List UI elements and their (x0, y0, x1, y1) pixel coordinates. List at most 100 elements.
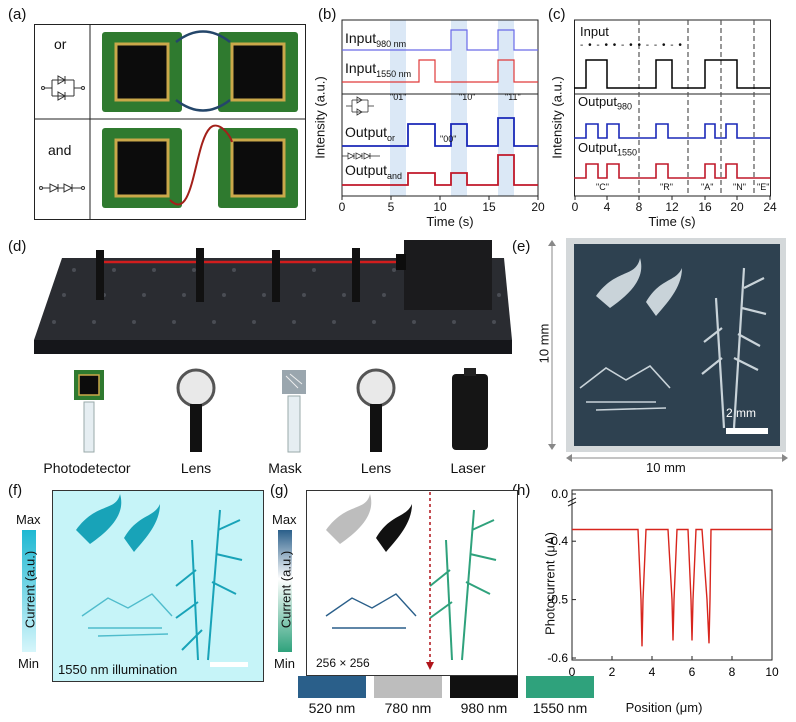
panel-g-multispectral-map (306, 490, 518, 676)
h-xlabel: Position (μm) (625, 700, 703, 715)
panel-a-logic-devices (34, 24, 306, 220)
logic-or-label: or (54, 36, 67, 52)
or-diode-icon (346, 96, 374, 116)
h-axis-break (567, 497, 577, 507)
scale-bar (726, 428, 768, 434)
b-xtick: 15 (482, 200, 496, 214)
g-colorbar-max: Max (272, 512, 297, 527)
c-xtick: 0 (571, 200, 579, 214)
caption-lens-1: Lens (180, 460, 212, 476)
letter-n: "N" (733, 182, 746, 192)
parallel-diode-symbol (41, 75, 85, 101)
scale-bar-label: 2 mm (726, 406, 756, 420)
e-side-label: 10 mm (536, 323, 552, 364)
h-xtick-label: 6 (689, 665, 696, 679)
legend-swatch-1550 (526, 676, 594, 698)
h-ytick-label: -0.4 (547, 534, 568, 548)
component-icons (74, 368, 488, 453)
f-colorbar-max: Max (16, 512, 41, 527)
legend-swatch-520 (298, 676, 366, 698)
f-colorbar-min: Min (18, 656, 39, 671)
panel-f-photocurrent-map (52, 490, 264, 682)
f-colorbar (22, 530, 36, 652)
morse-code: - • - • • - • • - - • - • (580, 40, 683, 51)
h-series-line-0 (572, 528, 772, 647)
b-xtick: 0 (338, 200, 346, 214)
h-xtick-label: 0 (569, 665, 576, 679)
panel-label-g: (g) (270, 482, 289, 499)
label-input-980: Input980 nm (345, 30, 407, 49)
b-xtick: 5 (387, 200, 395, 214)
and-diode-icon (342, 152, 380, 160)
caption-lens-2: Lens (360, 460, 392, 476)
band-10 (451, 20, 467, 196)
letter-c: "C" (596, 182, 609, 192)
b-xtick: 10 (433, 200, 447, 214)
trace-input-morse (574, 59, 770, 89)
letter-e: "E" (757, 182, 770, 192)
h-xtick-label: 10 (765, 665, 779, 679)
panel-c-morse-timing (574, 19, 771, 200)
label-output-or: Outputor (345, 124, 396, 143)
g-colorbar-label: Current (a.u.) (278, 550, 294, 629)
state-01: "01" (390, 92, 407, 102)
mount-photodetector (96, 250, 104, 300)
label-c-output-1550: Output1550 (578, 140, 638, 158)
panel-b-logic-timing (341, 19, 539, 200)
h-plot-frame (571, 489, 773, 661)
legend-swatch-780 (374, 676, 442, 698)
panel-e-mask-photo (566, 238, 786, 452)
label-c-input: Input (580, 24, 609, 39)
panel-b-ylabel: Intensity (a.u.) (312, 76, 328, 159)
label-output-and: Outputand (345, 162, 403, 181)
b-xtick: 20 (531, 200, 545, 214)
trace-output-1550 (574, 163, 770, 179)
bird-pattern (596, 258, 682, 316)
mount-lens-1 (196, 248, 204, 302)
label-input-1550: Input1550 nm (345, 60, 412, 79)
h-xtick-label: 2 (609, 665, 616, 679)
panel-label-e: (e) (512, 238, 531, 255)
panel-label-a: (a) (8, 6, 27, 23)
mount-lens-2 (352, 248, 360, 302)
state-00: "00" (440, 134, 457, 144)
panel-label-f: (f) (8, 482, 23, 499)
g-colorbar-min: Min (274, 656, 295, 671)
e-bottom-label: 10 mm (646, 460, 686, 475)
laser-icon (452, 368, 488, 450)
caption-photodetector: Photodetector (43, 460, 131, 476)
bamboo-pattern (701, 267, 767, 429)
e-bottom-arrow (566, 454, 788, 462)
letter-a: "A" (701, 182, 714, 192)
chip-pair-and (102, 124, 298, 208)
laser-module (404, 240, 492, 310)
f-colorbar-label: Current (a.u.) (22, 550, 38, 629)
legend-swatch-980 (450, 676, 518, 698)
trace-output-980 (574, 123, 770, 139)
panel-label-b: (b) (318, 6, 337, 23)
caption-mask: Mask (268, 460, 302, 476)
band-01 (390, 20, 406, 196)
g-pixels-label: 256 × 256 (316, 656, 370, 670)
c-xtick: 8 (635, 200, 643, 214)
legend-label-1550: 1550 nm (532, 700, 588, 716)
trace-input-980 (342, 29, 538, 51)
series-diode-symbol (39, 183, 85, 193)
c-xtick: 24 (763, 200, 777, 214)
h-xtick-label: 8 (729, 665, 736, 679)
c-xtick: 20 (730, 200, 744, 214)
panel-label-c: (c) (548, 6, 566, 23)
panel-c-xlabel: Time (s) (648, 214, 696, 229)
c-xtick: 4 (603, 200, 611, 214)
h-xtick-label: 4 (649, 665, 656, 679)
photodetector-icon (74, 370, 104, 453)
mountain-pattern (579, 364, 671, 411)
c-xtick: 16 (698, 200, 712, 214)
trace-input-1550 (342, 59, 538, 83)
lens-icon-1 (176, 368, 216, 452)
panel-d-optical-bench (34, 240, 512, 354)
lens-icon-2 (356, 368, 396, 452)
mount-mask (272, 250, 280, 302)
g-colorbar (278, 530, 292, 652)
